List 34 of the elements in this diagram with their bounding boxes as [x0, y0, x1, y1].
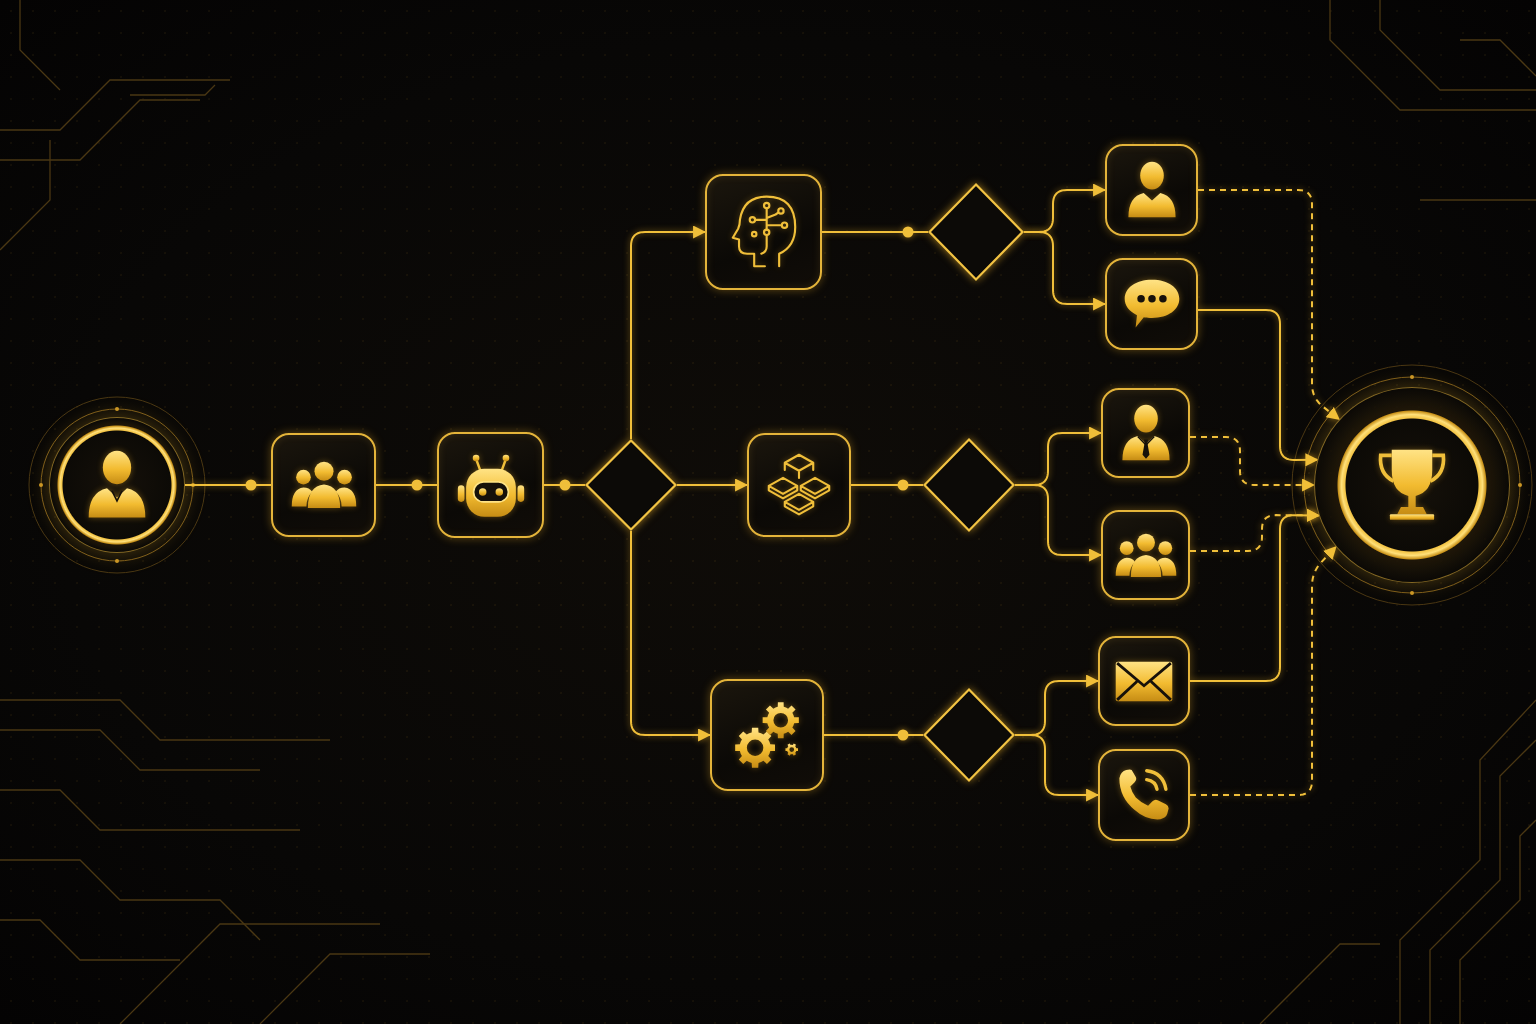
arrow	[630, 530, 712, 742]
icon-tile	[1098, 636, 1190, 726]
dot-connector	[184, 479, 272, 491]
icon-tile	[1105, 258, 1198, 350]
icon-tile	[1101, 388, 1190, 478]
decision-diamond	[585, 439, 677, 531]
icon-tile	[1105, 144, 1198, 236]
arrow	[1197, 309, 1319, 467]
decision-diamond	[928, 183, 1024, 281]
circle-node	[49, 417, 185, 553]
arrow	[1023, 231, 1107, 311]
arrow	[1197, 189, 1341, 421]
dot-connector	[375, 479, 438, 491]
icon-tile	[705, 174, 822, 290]
icon-tile	[1101, 510, 1190, 600]
arrow	[1014, 734, 1100, 802]
icon-tile	[710, 679, 824, 791]
decision-diamond	[923, 438, 1015, 532]
icon-tile	[747, 433, 851, 537]
icon-tile	[271, 433, 376, 537]
arrow	[630, 225, 707, 440]
dot-connector	[821, 226, 929, 238]
circle-node	[1314, 387, 1510, 583]
dot-connector	[543, 479, 586, 491]
icon-tile	[437, 432, 544, 538]
decision-diamond	[923, 688, 1015, 782]
arrow	[1014, 484, 1103, 562]
icon-tile	[1098, 749, 1190, 841]
arrow	[676, 478, 749, 492]
dot-connector	[823, 729, 924, 741]
arrow	[1189, 545, 1337, 796]
arrow	[1189, 436, 1316, 492]
dot-connector	[850, 479, 924, 491]
arrow	[1189, 508, 1320, 682]
